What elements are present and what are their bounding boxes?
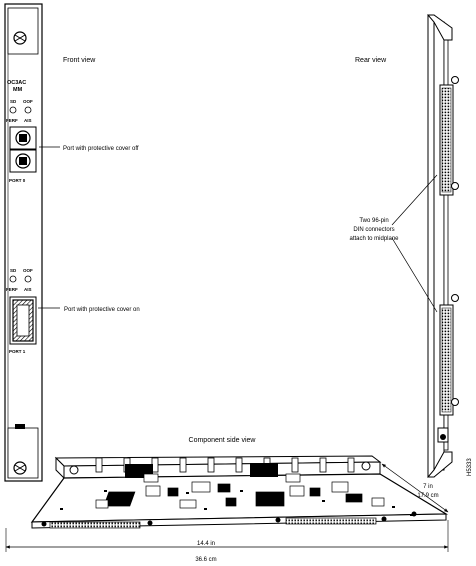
- connectors-label-line1: Two 96-pin: [359, 218, 388, 224]
- led-label-sd-1: SD: [10, 268, 17, 273]
- led-sd-1-icon: [9, 275, 17, 283]
- rear-view-label: Rear view: [355, 57, 387, 64]
- figure-id: H5333: [467, 458, 473, 476]
- port-0-label: PORT 0: [9, 178, 26, 183]
- led-label-ais-0: AIS: [24, 118, 32, 123]
- port-cover-on-label: Port with protective cover on: [64, 307, 140, 313]
- front-faceplate: OC3AC MM SD OOF FERF AIS PORT 0 SD OOF F…: [4, 3, 43, 482]
- model-label-line2: MM: [13, 87, 23, 93]
- port-1-label: PORT 1: [9, 349, 26, 354]
- port-0-connector: [9, 126, 37, 173]
- component-side-view-label: Component side view: [189, 437, 257, 444]
- front-view-label: Front view: [63, 57, 96, 64]
- port-1-connector-covered: [9, 296, 37, 345]
- led-label-ferf-0: FERF: [6, 118, 18, 123]
- led-oof-1-icon: [24, 275, 32, 283]
- din-connector-1: [441, 87, 452, 193]
- width-in-label: 14.4 in: [197, 541, 215, 547]
- depth-in-label: 7 in: [423, 484, 433, 490]
- led-label-oof-1: OOF: [23, 268, 33, 273]
- led-label-ferf-1: FERF: [6, 287, 18, 292]
- rear-view-card: [426, 14, 459, 478]
- din-connector-side-2: [285, 517, 377, 525]
- depth-cm-label: 17.9 cm: [417, 493, 438, 499]
- din-connector-side-1: [49, 521, 141, 529]
- depth-dimension-line: [381, 463, 449, 513]
- led-label-ais-1: AIS: [24, 287, 32, 292]
- led-oof-0-icon: [24, 106, 32, 114]
- connectors-label-line2: DIN connectors: [353, 227, 394, 233]
- led-label-oof-0: OOF: [23, 99, 33, 104]
- led-sd-0-icon: [9, 106, 17, 114]
- width-cm-label: 36.6 cm: [195, 557, 216, 563]
- port-cover-off-label: Port with protective cover off: [63, 146, 139, 152]
- din-connector-2: [441, 307, 452, 413]
- component-side-board: [30, 455, 449, 529]
- model-label-line1: OC3AC: [7, 80, 26, 86]
- connectors-label-line3: attach to midplane: [349, 236, 399, 242]
- led-label-sd-0: SD: [10, 99, 17, 104]
